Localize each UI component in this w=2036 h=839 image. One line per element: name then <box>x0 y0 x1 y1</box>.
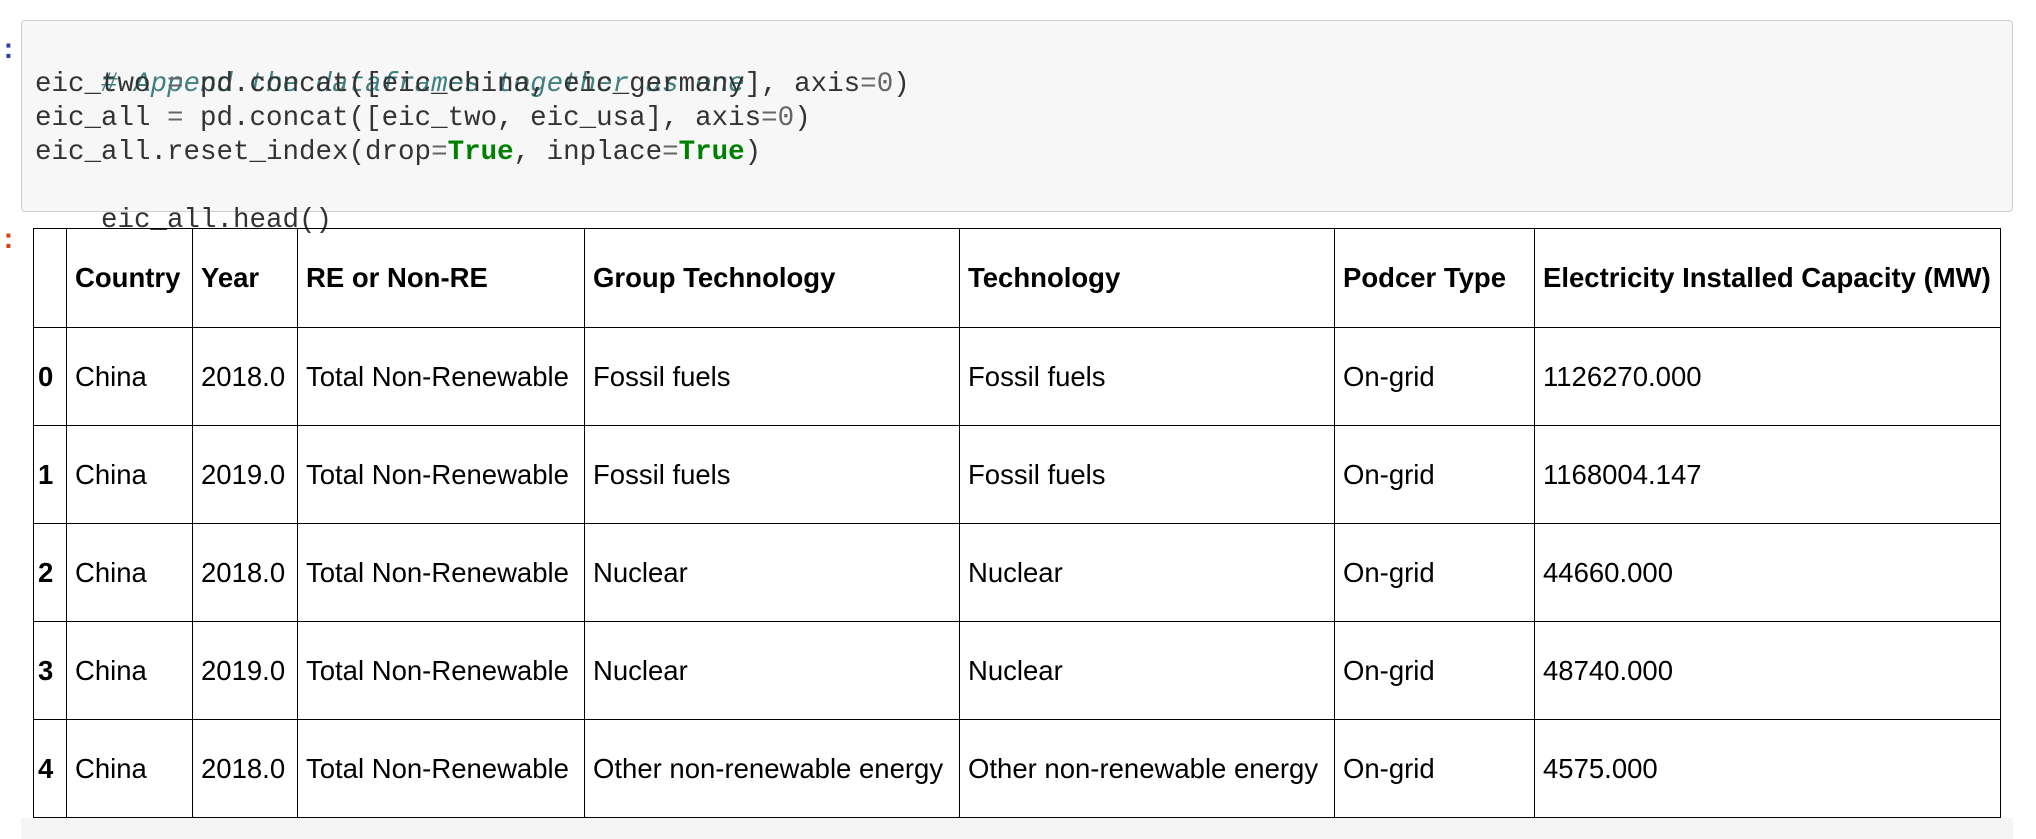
column-header-year: Year <box>192 228 298 328</box>
code-token: # Append the dataframes together as one <box>101 69 745 100</box>
cell-group-technology: Fossil fuels <box>584 425 960 524</box>
cell-country: China <box>66 621 193 720</box>
code-line: eic_two = pd.concat([eic_china, eic_germ… <box>35 68 1999 102</box>
cell-technology: Other non-renewable energy <box>959 719 1335 818</box>
output-prompt: : <box>0 226 17 257</box>
cell-producer-type: On-grid <box>1334 327 1535 426</box>
column-header-re-or-non-re: RE or Non-RE <box>297 228 585 328</box>
column-header-producer-type: Podcer Type <box>1334 228 1535 328</box>
code-token: = <box>761 103 778 134</box>
cell-producer-type: On-grid <box>1334 523 1535 622</box>
cell-capacity: 4575.000 <box>1534 719 2001 818</box>
code-token: eic_two <box>35 69 168 100</box>
code-token: 0 <box>876 69 894 100</box>
table-row: 2 China 2018.0 Total Non-Renewable Nucle… <box>33 523 2001 622</box>
code-token: 0 <box>777 103 795 134</box>
row-index: 0 <box>33 327 67 426</box>
table-row: 1 China 2019.0 Total Non-Renewable Fossi… <box>33 425 2001 524</box>
code-token: eic_all <box>35 103 168 134</box>
table-row: 4 China 2018.0 Total Non-Renewable Other… <box>33 719 2001 818</box>
code-token: ) <box>794 103 811 134</box>
input-prompt: : <box>0 36 17 67</box>
cell-country: China <box>66 719 193 818</box>
code-token: ) <box>893 69 910 100</box>
cell-re-or-non-re: Total Non-Renewable <box>297 327 585 426</box>
cell-technology: Nuclear <box>959 621 1335 720</box>
column-header-country: Country <box>66 228 193 328</box>
cell-capacity: 1126270.000 <box>1534 327 2001 426</box>
cell-year: 2018.0 <box>192 719 298 818</box>
cell-capacity: 1168004.147 <box>1534 425 2001 524</box>
column-header-technology: Technology <box>959 228 1335 328</box>
code-line: eic_all.reset_index(drop=True, inplace=T… <box>35 136 1999 170</box>
cell-re-or-non-re: Total Non-Renewable <box>297 523 585 622</box>
code-token: pd.concat([eic_two, eic_usa], axis <box>183 103 762 134</box>
code-token: eic_all.reset_index(drop <box>35 137 432 168</box>
cell-producer-type: On-grid <box>1334 719 1535 818</box>
cell-group-technology: Fossil fuels <box>584 327 960 426</box>
cell-country: China <box>66 425 193 524</box>
code-token: = <box>860 69 877 100</box>
code-token: = <box>662 137 679 168</box>
cell-group-technology: Other non-renewable energy <box>584 719 960 818</box>
cell-year: 2018.0 <box>192 327 298 426</box>
code-line: eic_all.head() <box>35 170 1999 236</box>
table-row: 0 China 2018.0 Total Non-Renewable Fossi… <box>33 327 2001 426</box>
code-token: ) <box>744 137 762 168</box>
cell-technology: Nuclear <box>959 523 1335 622</box>
cell-country: China <box>66 523 193 622</box>
code-token: = <box>167 103 184 134</box>
cell-technology: Fossil fuels <box>959 327 1335 426</box>
code-token: = <box>167 69 184 100</box>
cell-year: 2018.0 <box>192 523 298 622</box>
row-index: 3 <box>33 621 67 720</box>
column-header-group-technology: Group Technology <box>584 228 960 328</box>
cell-producer-type: On-grid <box>1334 621 1535 720</box>
code-cell-editor[interactable]: # Append the dataframes together as one … <box>21 20 2013 236</box>
cell-group-technology: Nuclear <box>584 621 960 720</box>
table-row: 3 China 2019.0 Total Non-Renewable Nucle… <box>33 621 2001 720</box>
code-token: , inplace <box>513 137 663 168</box>
cell-capacity: 44660.000 <box>1534 523 2001 622</box>
cell-re-or-non-re: Total Non-Renewable <box>297 621 585 720</box>
cell-group-technology: Nuclear <box>584 523 960 622</box>
cell-country: China <box>66 327 193 426</box>
column-header-index <box>33 228 67 328</box>
cell-capacity: 48740.000 <box>1534 621 2001 720</box>
cell-re-or-non-re: Total Non-Renewable <box>297 425 585 524</box>
row-index: 2 <box>33 523 67 622</box>
code-token: = <box>431 137 448 168</box>
code-token: pd.concat([eic_china, eic_germany], axis <box>183 69 861 100</box>
cell-year: 2019.0 <box>192 425 298 524</box>
row-index: 1 <box>33 425 67 524</box>
cell-technology: Fossil fuels <box>959 425 1335 524</box>
code-token: True <box>678 137 745 168</box>
cell-year: 2019.0 <box>192 621 298 720</box>
row-index: 4 <box>33 719 67 818</box>
cell-producer-type: On-grid <box>1334 425 1535 524</box>
dataframe-table: Country Year RE or Non-RE Group Technolo… <box>33 228 2001 818</box>
output-area: Country Year RE or Non-RE Group Technolo… <box>21 226 2013 839</box>
cell-re-or-non-re: Total Non-Renewable <box>297 719 585 818</box>
column-header-capacity: Electricity Installed Capacity (MW) <box>1534 228 2001 328</box>
code-token: True <box>447 137 514 168</box>
table-header-row: Country Year RE or Non-RE Group Technolo… <box>33 228 2001 328</box>
code-line: # Append the dataframes together as one <box>35 34 1999 100</box>
code-line: eic_all = pd.concat([eic_two, eic_usa], … <box>35 102 1999 136</box>
output-scroll-bar[interactable] <box>21 818 2013 839</box>
